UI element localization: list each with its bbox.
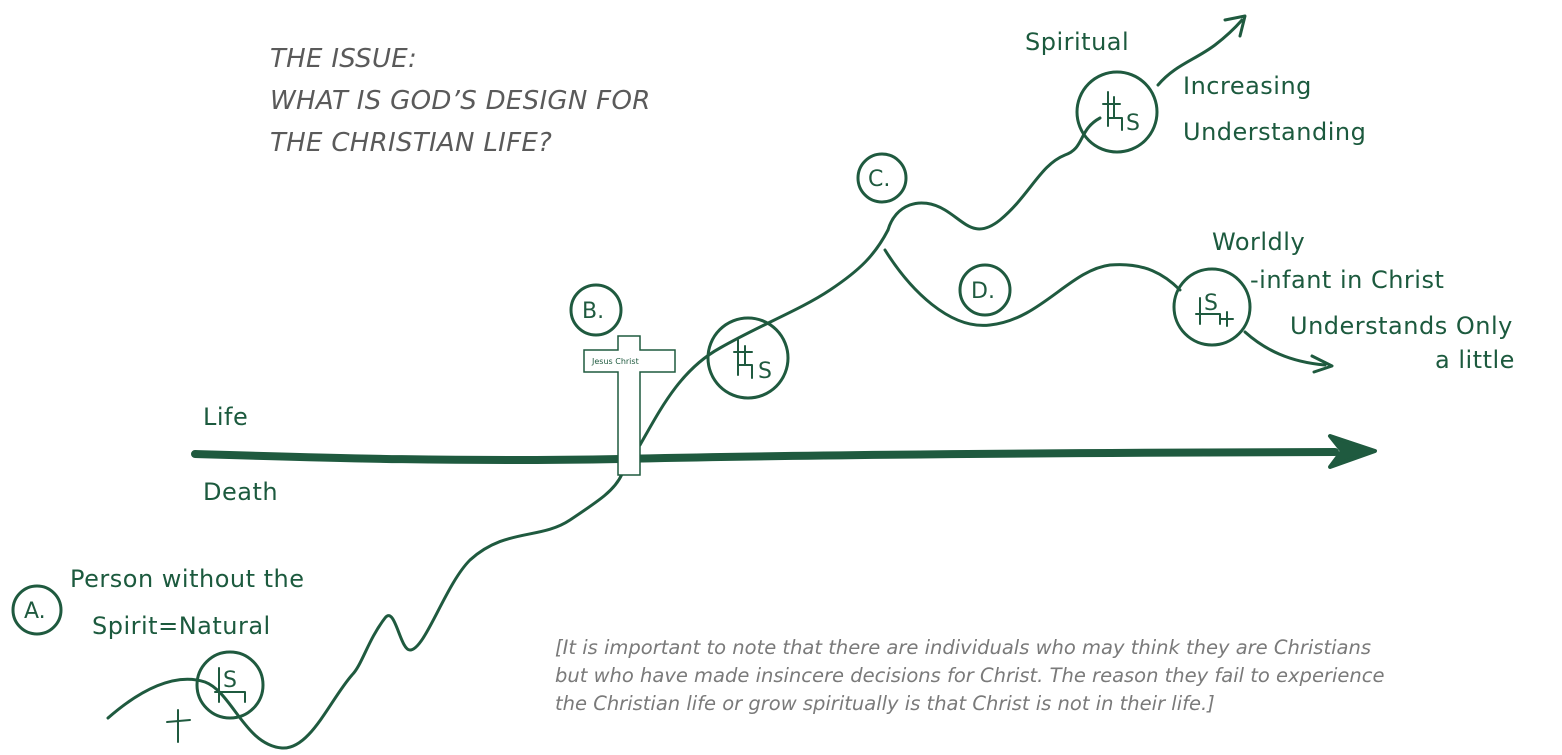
label-death: Death — [203, 478, 279, 506]
self-letter-spiritual: S — [1126, 111, 1140, 136]
worldly-path-end — [1243, 330, 1327, 367]
letter-circle-a — [11, 584, 63, 636]
letter-c: C. — [868, 167, 890, 192]
self-letter-worldly: S — [1204, 291, 1218, 316]
throne-icon-natural — [214, 667, 246, 703]
title-line-2: WHAT IS GOD’S DESIGN FOR — [270, 86, 651, 116]
title-line-3: THE CHRISTIAN LIFE? — [270, 128, 553, 158]
spiritual-path — [886, 116, 1102, 232]
label-a-line-1: Person without the — [70, 565, 305, 593]
letter-circle-b — [569, 283, 623, 337]
small-cross-worldly-icon — [1220, 311, 1234, 327]
divider-arrowhead — [1328, 434, 1377, 469]
self-letter-new: S — [758, 359, 772, 384]
label-infant: -infant in Christ — [1250, 266, 1445, 294]
letter-a: A. — [24, 599, 46, 624]
throne-icon-worldly — [1195, 297, 1221, 325]
self-circle-natural — [195, 650, 265, 720]
letter-circle-d — [958, 263, 1012, 317]
label-spiritual: Spiritual — [1025, 28, 1130, 56]
worldly-arrowhead — [1310, 354, 1334, 374]
footnote-line-1: [It is important to note that there are … — [555, 636, 1371, 659]
label-a-line-2: Spirit=Natural — [92, 612, 271, 640]
label-life: Life — [203, 403, 249, 431]
christ-circle-spiritual — [1075, 70, 1159, 154]
christian-path — [638, 228, 890, 447]
title-line-1: THE ISSUE: — [270, 44, 418, 74]
letter-circle-c — [856, 152, 908, 204]
footnote: [It is important to note that there are … — [555, 634, 1515, 718]
self-letter-natural: S — [223, 668, 237, 693]
cross-label: Jesus Christ — [591, 357, 639, 366]
label-increasing: Increasing — [1183, 72, 1312, 100]
label-worldly: Worldly — [1212, 228, 1306, 256]
throne-icon-spiritual — [1102, 91, 1123, 131]
christ-circle-new — [706, 316, 790, 400]
letter-b: B. — [582, 299, 604, 324]
label-a-little: a little — [1435, 346, 1515, 374]
life-death-line — [191, 448, 1339, 465]
small-cross-icon — [166, 709, 191, 743]
spiritual-arrowhead — [1223, 14, 1247, 38]
throne-icon-new — [733, 339, 753, 379]
label-understanding: Understanding — [1183, 118, 1367, 146]
label-understands-only: Understands Only — [1290, 312, 1513, 340]
cross-icon: Jesus Christ — [583, 335, 676, 476]
spiritual-path-upper — [1156, 18, 1244, 87]
self-circle-worldly — [1172, 267, 1252, 347]
footnote-line-3: the Christian life or grow spiritually i… — [555, 692, 1215, 715]
letter-d: D. — [971, 279, 995, 304]
natural-path — [106, 472, 624, 750]
worldly-path — [883, 248, 1182, 327]
page-title: THE ISSUE: WHAT IS GOD’S DESIGN FOR THE … — [270, 38, 830, 164]
footnote-line-2: but who have made insincere decisions fo… — [555, 664, 1385, 687]
